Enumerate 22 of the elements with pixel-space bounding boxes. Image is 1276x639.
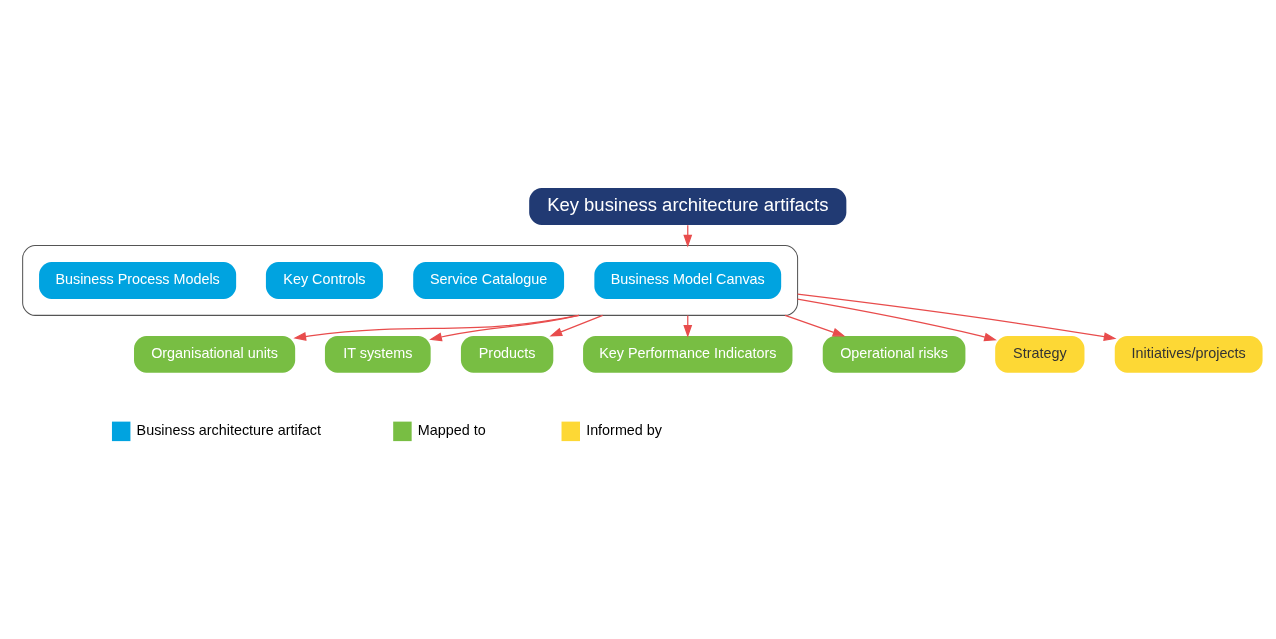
node-box: Operational risks <box>822 335 965 373</box>
node-box: IT systems <box>324 335 431 373</box>
node-box: Service Catalogue <box>412 261 564 299</box>
node-box: Strategy <box>994 335 1084 373</box>
arrow <box>428 314 580 341</box>
legend-label: Mapped to <box>417 421 486 438</box>
node-box: Organisational units <box>133 335 295 373</box>
node-box: Key business architecture artifacts <box>528 187 846 225</box>
legend-label: Business architecture artifact <box>136 421 321 438</box>
node-box: Products <box>460 335 553 373</box>
node-box: Initiatives/projects <box>1114 335 1263 373</box>
node-box: Business Model Canvas <box>593 261 781 299</box>
node-box: Key Performance Indicators <box>582 335 792 373</box>
node-box: Key Controls <box>265 261 383 299</box>
arrow <box>796 298 997 341</box>
arrow <box>292 314 580 341</box>
node-box: Business Process Models <box>38 261 236 299</box>
legend-label: Informed by <box>585 421 662 438</box>
arrow <box>548 314 603 337</box>
cluster <box>21 244 798 316</box>
arrow <box>783 314 845 336</box>
arrow <box>796 293 1116 341</box>
